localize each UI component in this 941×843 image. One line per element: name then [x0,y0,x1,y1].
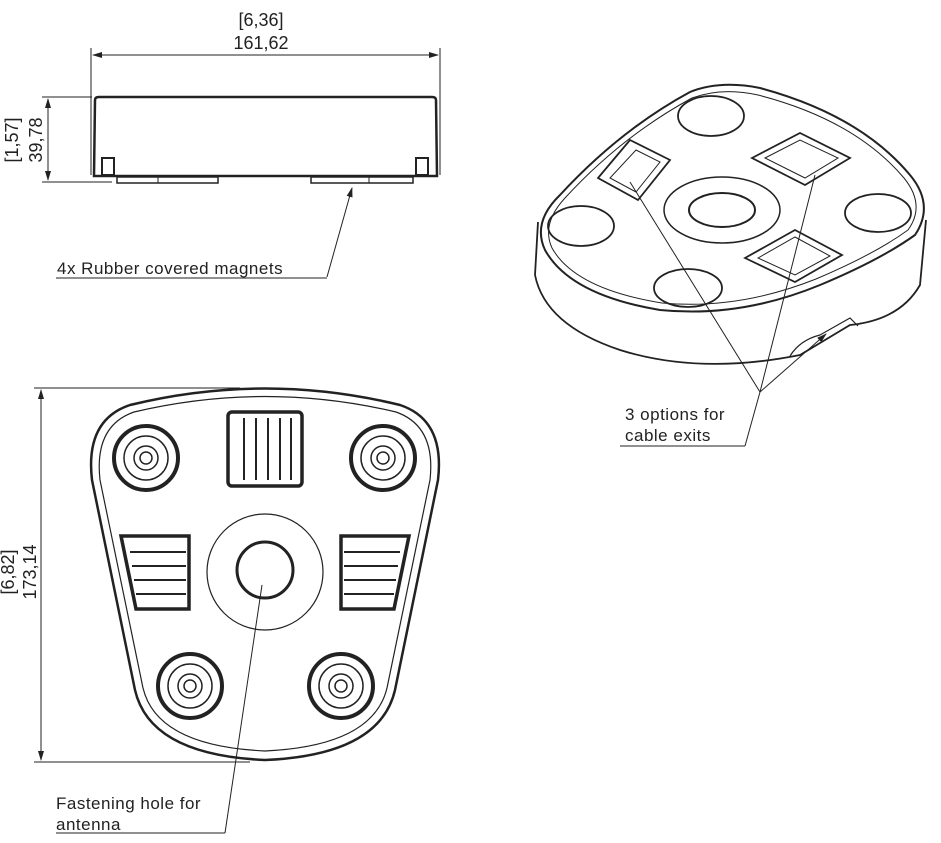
magnet-screw [349,424,417,492]
width-inch-label: [6,36] [238,10,283,30]
cable-leader [759,333,827,393]
cable-grille-top [226,410,304,488]
iso-cable-pocket [743,228,844,284]
cable-leader [629,181,761,393]
magnets-callout: 4x Rubber covered magnets [57,259,283,278]
cable-leader [759,174,816,393]
iso-top-outline [539,83,925,313]
magnet [310,176,414,184]
bottom-outline [89,387,441,762]
magnet-screw [112,424,180,492]
iso-side-wall [534,219,927,365]
iso-magnet-hole [653,268,723,308]
antenna-boss [206,513,324,631]
iso-view [534,83,927,447]
bottom-height-inch-label: [6,82] [0,549,18,594]
cable-grille-right [339,534,412,611]
side-height-mm-label: 39,78 [26,117,46,162]
magnet [116,176,219,184]
hole-leader [224,584,263,834]
cable-grille-left [118,534,191,611]
iso-magnet-hole [677,95,745,137]
iso-antenna-boss [663,176,781,244]
magnet-leader [326,187,353,278]
hole-callout-line2: antenna [56,815,121,834]
cable-callout-line1: 3 options for [625,405,725,424]
side-body [92,95,439,178]
iso-antenna-hole [688,192,756,228]
bottom-height-mm-label: 173,14 [20,544,40,599]
antenna-hole [235,540,295,600]
iso-magnet-hole [547,205,615,247]
hole-callout-line1: Fastening hole for [56,794,201,813]
side-view [42,48,441,279]
iso-cable-pocket [750,131,852,187]
width-mm-label: 161,62 [233,33,288,53]
cable-callout-line2: cable exits [625,426,711,445]
iso-magnet-hole [844,193,912,233]
magnet-screw [156,652,224,720]
magnet-screw [307,652,375,720]
bottom-view [34,387,441,834]
side-height-inch-label: [1,57] [2,117,22,162]
